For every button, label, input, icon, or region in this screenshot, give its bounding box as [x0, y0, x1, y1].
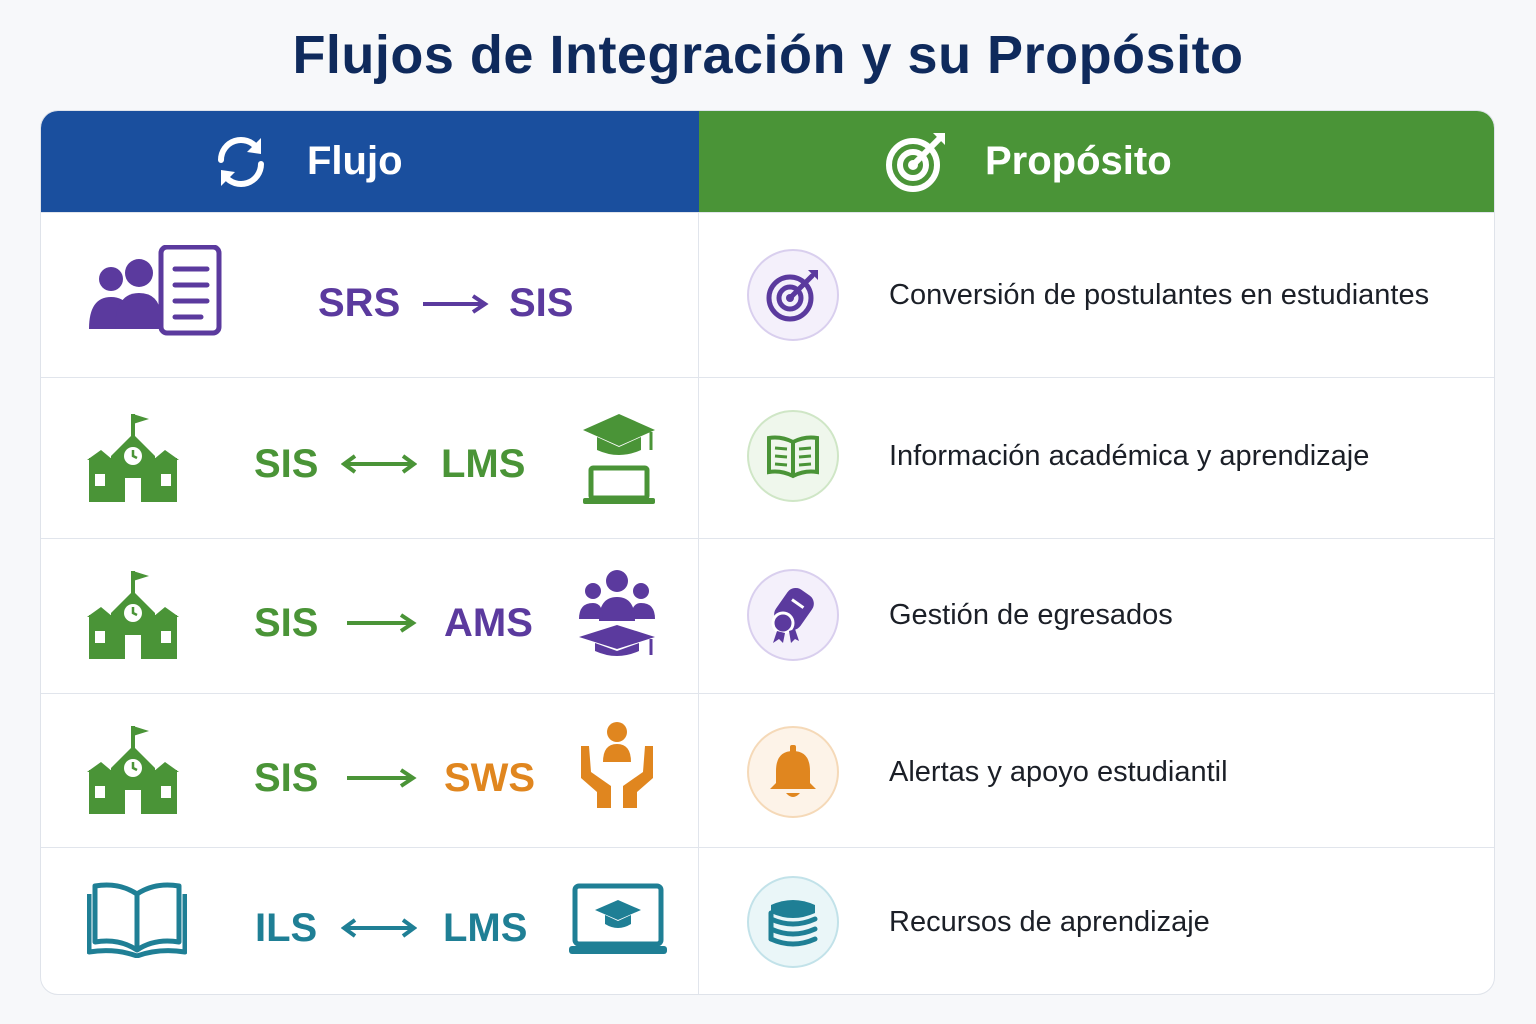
flow-cell: SIS LMS	[41, 378, 699, 538]
applicants-document-icon	[89, 245, 222, 336]
table-row: ILS LMS	[41, 847, 1494, 994]
purpose-text: Información académica y aprendizaje	[889, 440, 1370, 472]
purpose-text: Conversión de postulantes en estudiantes	[889, 279, 1430, 311]
target-system: LMS	[443, 906, 528, 950]
purpose-text: Gestión de egresados	[889, 599, 1173, 631]
purpose-icon-circle	[747, 410, 839, 502]
school-building-icon	[87, 726, 179, 814]
purpose-cell: Alertas y apoyo estudiantil	[699, 694, 1494, 847]
target-system: AMS	[444, 601, 533, 645]
purpose-icon-circle	[747, 569, 839, 661]
purpose-text: Recursos de aprendizaje	[889, 906, 1210, 938]
school-building-icon	[87, 414, 179, 502]
source-system: SIS	[254, 601, 319, 645]
purpose-cell: Gestión de egresados	[699, 539, 1494, 693]
target-icon	[766, 270, 818, 322]
source-system: ILS	[255, 906, 318, 950]
purpose-cell: Recursos de aprendizaje	[699, 848, 1494, 994]
table-row: SIS LMS	[41, 377, 1494, 538]
arrow-bidirectional-icon	[341, 918, 417, 938]
source-system: SRS	[318, 281, 401, 325]
open-book-icon	[767, 435, 819, 479]
purpose-icon-circle	[747, 876, 839, 968]
table-header: Flujo Propósito	[41, 111, 1494, 212]
arrow-right-icon	[347, 613, 417, 633]
diploma-icon	[771, 587, 814, 643]
graduation-laptop-icon	[583, 414, 655, 504]
source-system: SIS	[254, 756, 319, 800]
purpose-cell: Conversión de postulantes en estudiantes	[699, 213, 1494, 377]
school-building-icon	[87, 571, 179, 659]
source-system: SIS	[254, 442, 319, 486]
alumni-group-icon	[579, 570, 655, 656]
table-row: SIS SWS Alert	[41, 693, 1494, 847]
flow-cell: SIS AMS	[41, 539, 699, 693]
laptop-graduation-icon	[569, 883, 667, 954]
arrow-bidirectional-icon	[341, 454, 417, 474]
target-system: SIS	[509, 281, 574, 325]
bell-icon	[770, 745, 816, 797]
header-flujo-label: Flujo	[307, 139, 403, 183]
arrow-right-icon	[347, 768, 417, 788]
target-system: LMS	[441, 442, 526, 486]
flow-cell: ILS LMS	[41, 848, 699, 994]
sync-icon	[218, 136, 264, 187]
purpose-icon-circle	[747, 726, 839, 818]
flow-cell: SIS SWS	[41, 694, 699, 847]
header-proposito-label: Propósito	[985, 139, 1172, 183]
stacked-books-icon	[768, 900, 818, 947]
page-title: Flujos de Integración y su Propósito	[292, 25, 1244, 85]
arrow-right-icon	[423, 294, 489, 314]
table-row: SIS AMS	[41, 538, 1494, 693]
integration-table: Flujo Propósito	[40, 110, 1495, 995]
purpose-icon-circle	[747, 249, 839, 341]
purpose-text: Alertas y apoyo estudiantil	[889, 756, 1228, 788]
header-flujo: Flujo	[41, 111, 699, 212]
caring-hands-icon	[581, 722, 653, 808]
target-system: SWS	[444, 756, 536, 800]
purpose-cell: Información académica y aprendizaje	[699, 378, 1494, 538]
open-book-outline-icon	[87, 882, 187, 958]
flow-cell: SRS SIS	[41, 213, 699, 377]
table-row: SRS SIS Conversión de postulantes en est…	[41, 212, 1494, 377]
target-icon	[886, 132, 945, 192]
header-proposito: Propósito	[699, 111, 1494, 212]
